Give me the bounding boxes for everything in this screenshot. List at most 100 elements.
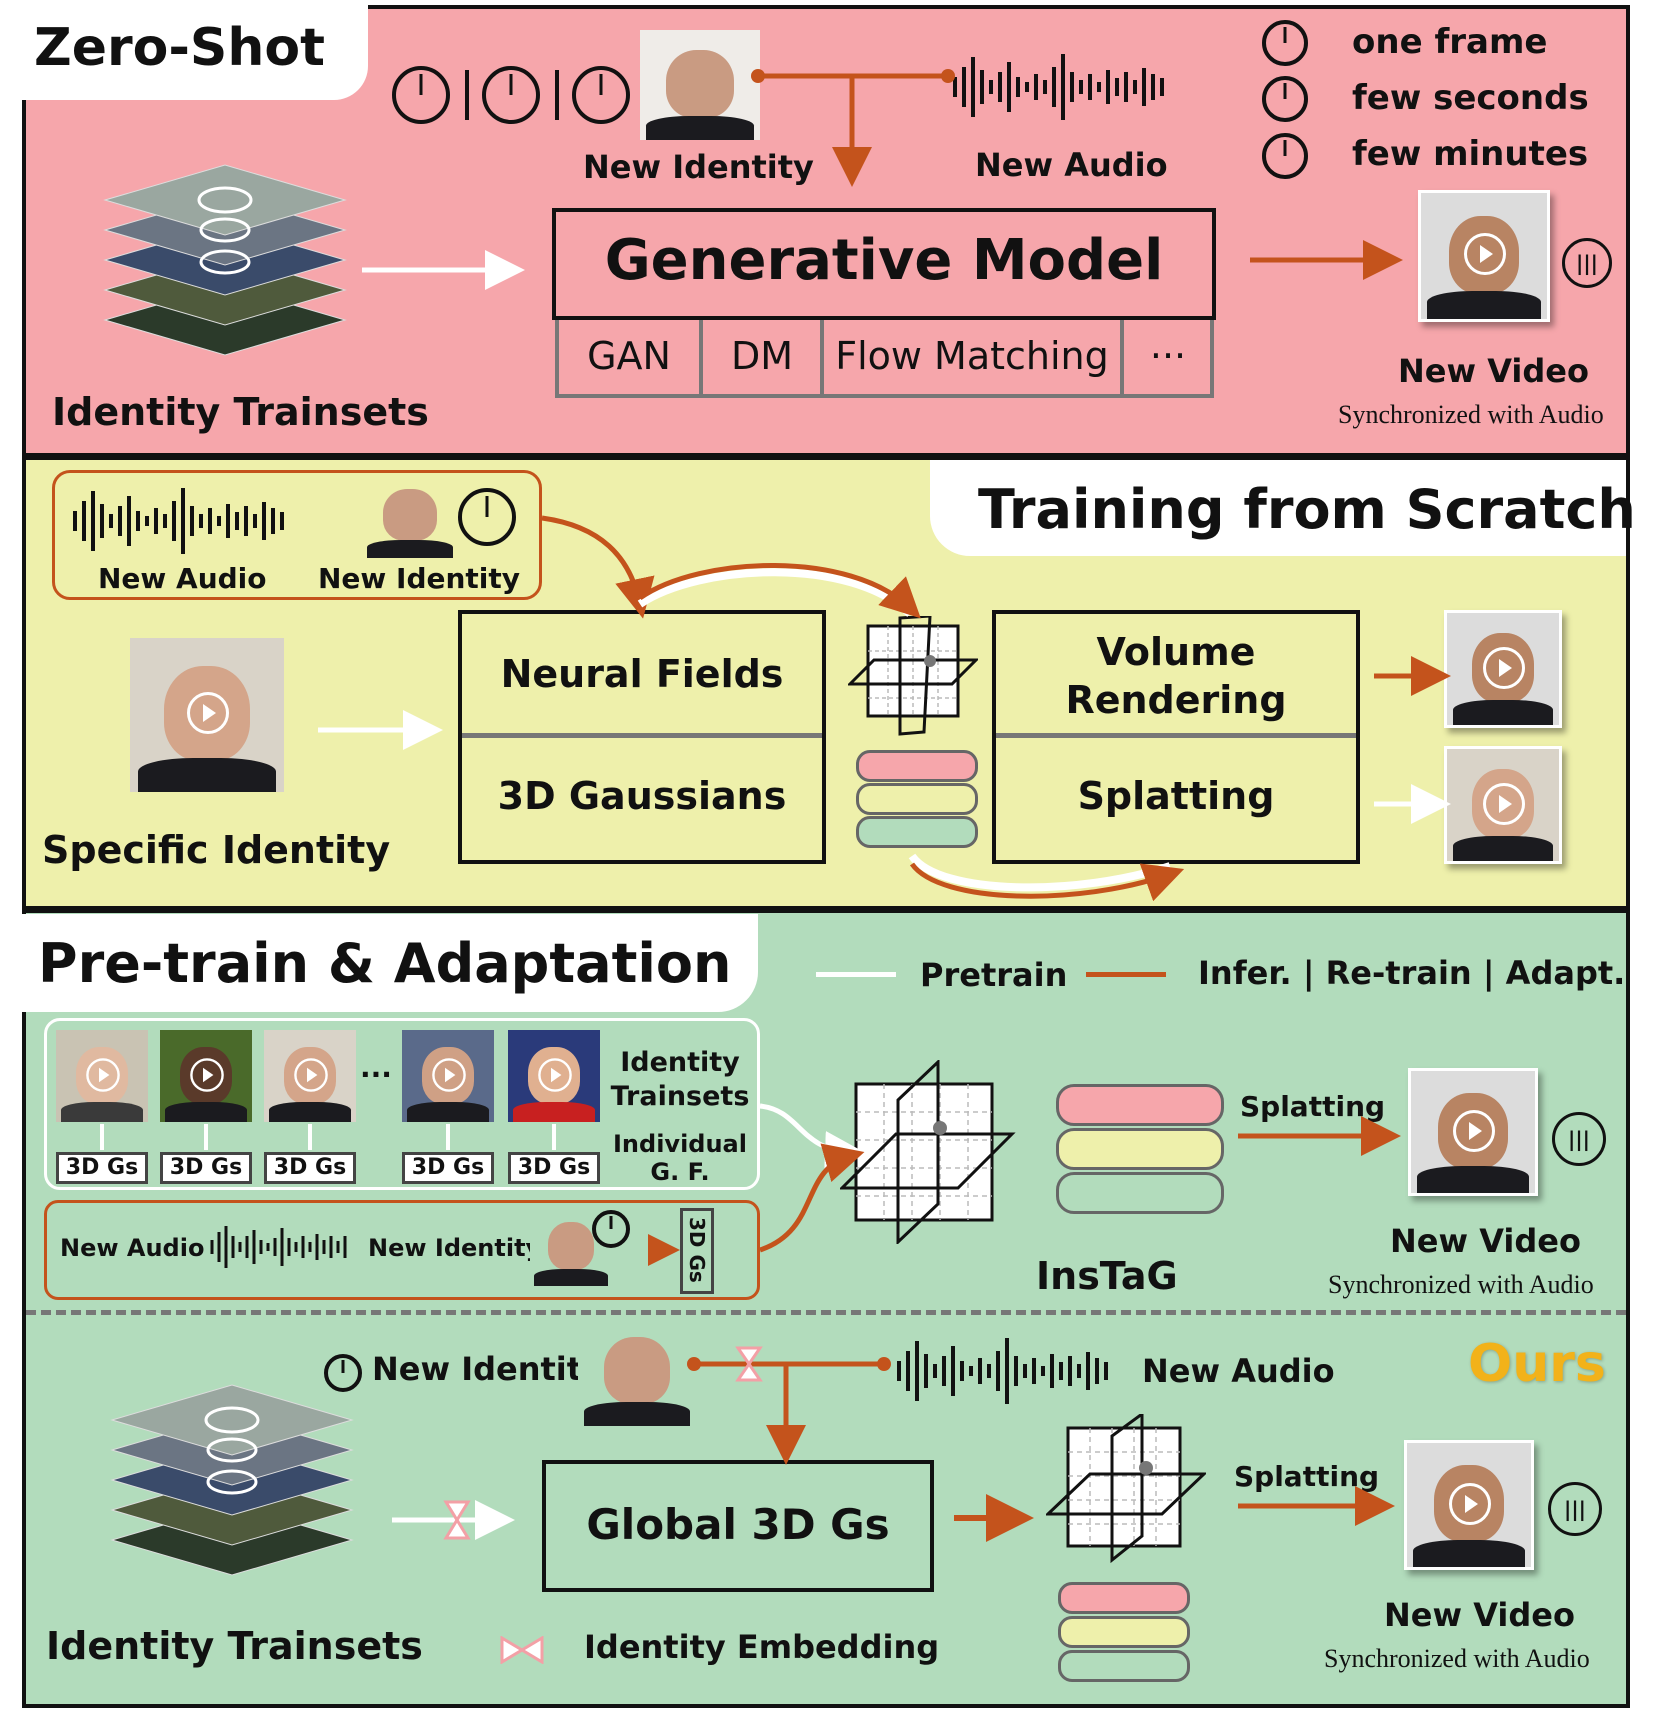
adapt-arrows	[100, 1103, 1401, 1266]
scratch-output-video-2	[1444, 746, 1562, 864]
adapt-new-video-thumbnail	[1408, 1068, 1538, 1196]
new-identity-portrait	[640, 30, 760, 140]
instag-label: InsTaG	[1036, 1254, 1178, 1298]
instag-yellow-gaussian-pill	[1056, 1128, 1224, 1170]
ours-splatting-label: Splatting	[1234, 1460, 1380, 1493]
ours-yellow-gaussian-pill	[1058, 1616, 1190, 1648]
model-types-row	[555, 320, 1214, 398]
zero-shot-audio-waveform	[953, 54, 1164, 120]
divider	[1120, 320, 1124, 398]
scratch-clock-icon	[458, 488, 516, 546]
ours-tri-plane-icon	[1046, 1414, 1206, 1564]
pretrain-legend-line	[816, 972, 896, 977]
adapt-audio-sync-icon: |||	[1552, 1112, 1606, 1166]
scratch-output-video-1	[1444, 610, 1562, 728]
adapt-sync-label: Synchronized with Audio	[1328, 1270, 1594, 1299]
adapt-new-identity-label: New Identity	[368, 1234, 542, 1262]
ours-audio-waveform	[897, 1338, 1108, 1404]
rendering-box	[992, 610, 1360, 864]
training-from-scratch-title: Training from Scratch	[978, 478, 1636, 541]
adapt-input-box	[44, 1200, 760, 1300]
ours-trainsets-stack	[110, 1384, 354, 1576]
specific-identity-thumbnail	[130, 638, 284, 792]
3d-gaussians-label: 3D Gaussians	[497, 774, 787, 818]
instag-pink-gaussian-pill	[1056, 1084, 1224, 1126]
zero-shot-new-identity-label: New Identity	[583, 148, 814, 186]
scratch-new-identity-label: New Identity	[318, 562, 521, 595]
zero-shot-new-audio-label: New Audio	[975, 146, 1168, 184]
ours-arrows	[392, 1346, 1395, 1542]
trainset-portrait-2	[160, 1030, 252, 1122]
scratch-new-audio-label: New Audio	[98, 562, 267, 595]
specific-identity-label: Specific Identity	[42, 828, 391, 872]
ours-green-gaussian-pill	[1058, 1650, 1190, 1682]
instag-tri-plane-icon	[840, 1060, 1016, 1244]
model-type-gan: GAN	[587, 334, 671, 378]
ours-title: Ours	[1468, 1334, 1606, 1394]
gs-box-1: 3D Gs	[56, 1152, 148, 1184]
instag-green-gaussian-pill	[1056, 1172, 1224, 1214]
infer-legend-line	[1086, 972, 1166, 977]
trainset-portrait-3	[264, 1030, 356, 1122]
infer-legend-label: Infer. | Re-train | Adapt.	[1198, 954, 1626, 992]
gs-box-4: 3D Gs	[402, 1152, 494, 1184]
ours-sync-label: Synchronized with Audio	[1324, 1644, 1590, 1673]
ours-new-identity-label: New Identity	[372, 1350, 603, 1388]
ours-identity-trainsets-label: Identity Trainsets	[46, 1624, 423, 1668]
legend-few-seconds: few seconds	[1352, 78, 1589, 118]
trainset-ellipsis: ···	[360, 1058, 392, 1091]
scratch-yellow-gaussian-pill	[856, 783, 978, 815]
generative-model-box	[552, 208, 1216, 320]
scratch-new-identity-portrait	[362, 474, 458, 558]
pretrain-adaptation-tab	[0, 914, 758, 1012]
separator-bar	[465, 70, 469, 120]
trainset-portrait-4	[402, 1030, 494, 1122]
separator-bar	[555, 70, 559, 120]
zero-shot-new-video-thumbnail	[1418, 190, 1550, 322]
zero-shot-new-video-label: New Video	[1398, 352, 1589, 390]
identity-trainsets-label: Identity Trainsets	[52, 390, 429, 434]
adapt-new-audio-label: New Audio	[60, 1234, 205, 1262]
global-3d-gs-box	[542, 1460, 934, 1592]
few-seconds-clock-icon	[482, 66, 540, 124]
zero-shot-tab	[0, 0, 368, 100]
ours-audio-sync-icon: |||	[1548, 1482, 1602, 1536]
trainset-portrait-1	[56, 1030, 148, 1122]
adapt-vertical-gs-label: 3D Gs	[685, 1217, 709, 1283]
scratch-audio-waveform	[73, 488, 284, 554]
adapt-audio-waveform	[210, 1226, 347, 1268]
legend-few-minutes-clock-icon	[1262, 133, 1308, 179]
gs-box-3: 3D Gs	[264, 1152, 356, 1184]
trainset-portrait-5	[508, 1030, 600, 1122]
legend-one-frame-clock-icon	[1262, 20, 1308, 66]
identity-trainsets-stack	[103, 164, 347, 356]
ours-clock-icon	[324, 1354, 362, 1392]
scratch-arrows	[318, 515, 1451, 902]
ours-new-video-label: New Video	[1384, 1596, 1575, 1634]
ours-new-video-thumbnail	[1404, 1440, 1534, 1570]
individual-gf-label: Individual G. F.	[613, 1130, 747, 1186]
few-minutes-clock-icon	[572, 66, 630, 124]
zero-shot-sync-label: Synchronized with Audio	[1338, 400, 1604, 429]
one-frame-clock-icon	[392, 66, 450, 124]
audio-sync-icon: |||	[1562, 238, 1612, 288]
pretrain-identity-trainsets-label: Identity Trainsets	[610, 1047, 750, 1112]
neural-fields-label: Neural Fields	[500, 652, 784, 696]
training-from-scratch-tab	[930, 460, 1626, 556]
gs-box-2: 3D Gs	[160, 1152, 252, 1184]
gs-box-5: 3D Gs	[508, 1152, 600, 1184]
generative-model-label: Generative Model	[604, 228, 1164, 293]
divider	[462, 733, 822, 738]
model-type-flow-matching: Flow Matching	[835, 334, 1109, 378]
divider	[699, 320, 703, 398]
scratch-green-gaussian-pill	[856, 816, 978, 848]
divider	[820, 320, 824, 398]
legend-few-minutes: few minutes	[1352, 134, 1589, 174]
zero-shot-arrows	[362, 69, 1403, 290]
scratch-tri-plane-icon	[848, 616, 978, 736]
adapt-vertical-gs-box: 3D Gs	[680, 1208, 714, 1294]
scratch-input-box	[52, 470, 542, 600]
volume-rendering-label: Volume Rendering	[1065, 630, 1287, 722]
ours-pink-gaussian-pill	[1058, 1582, 1190, 1614]
ours-new-identity-portrait	[578, 1318, 696, 1426]
